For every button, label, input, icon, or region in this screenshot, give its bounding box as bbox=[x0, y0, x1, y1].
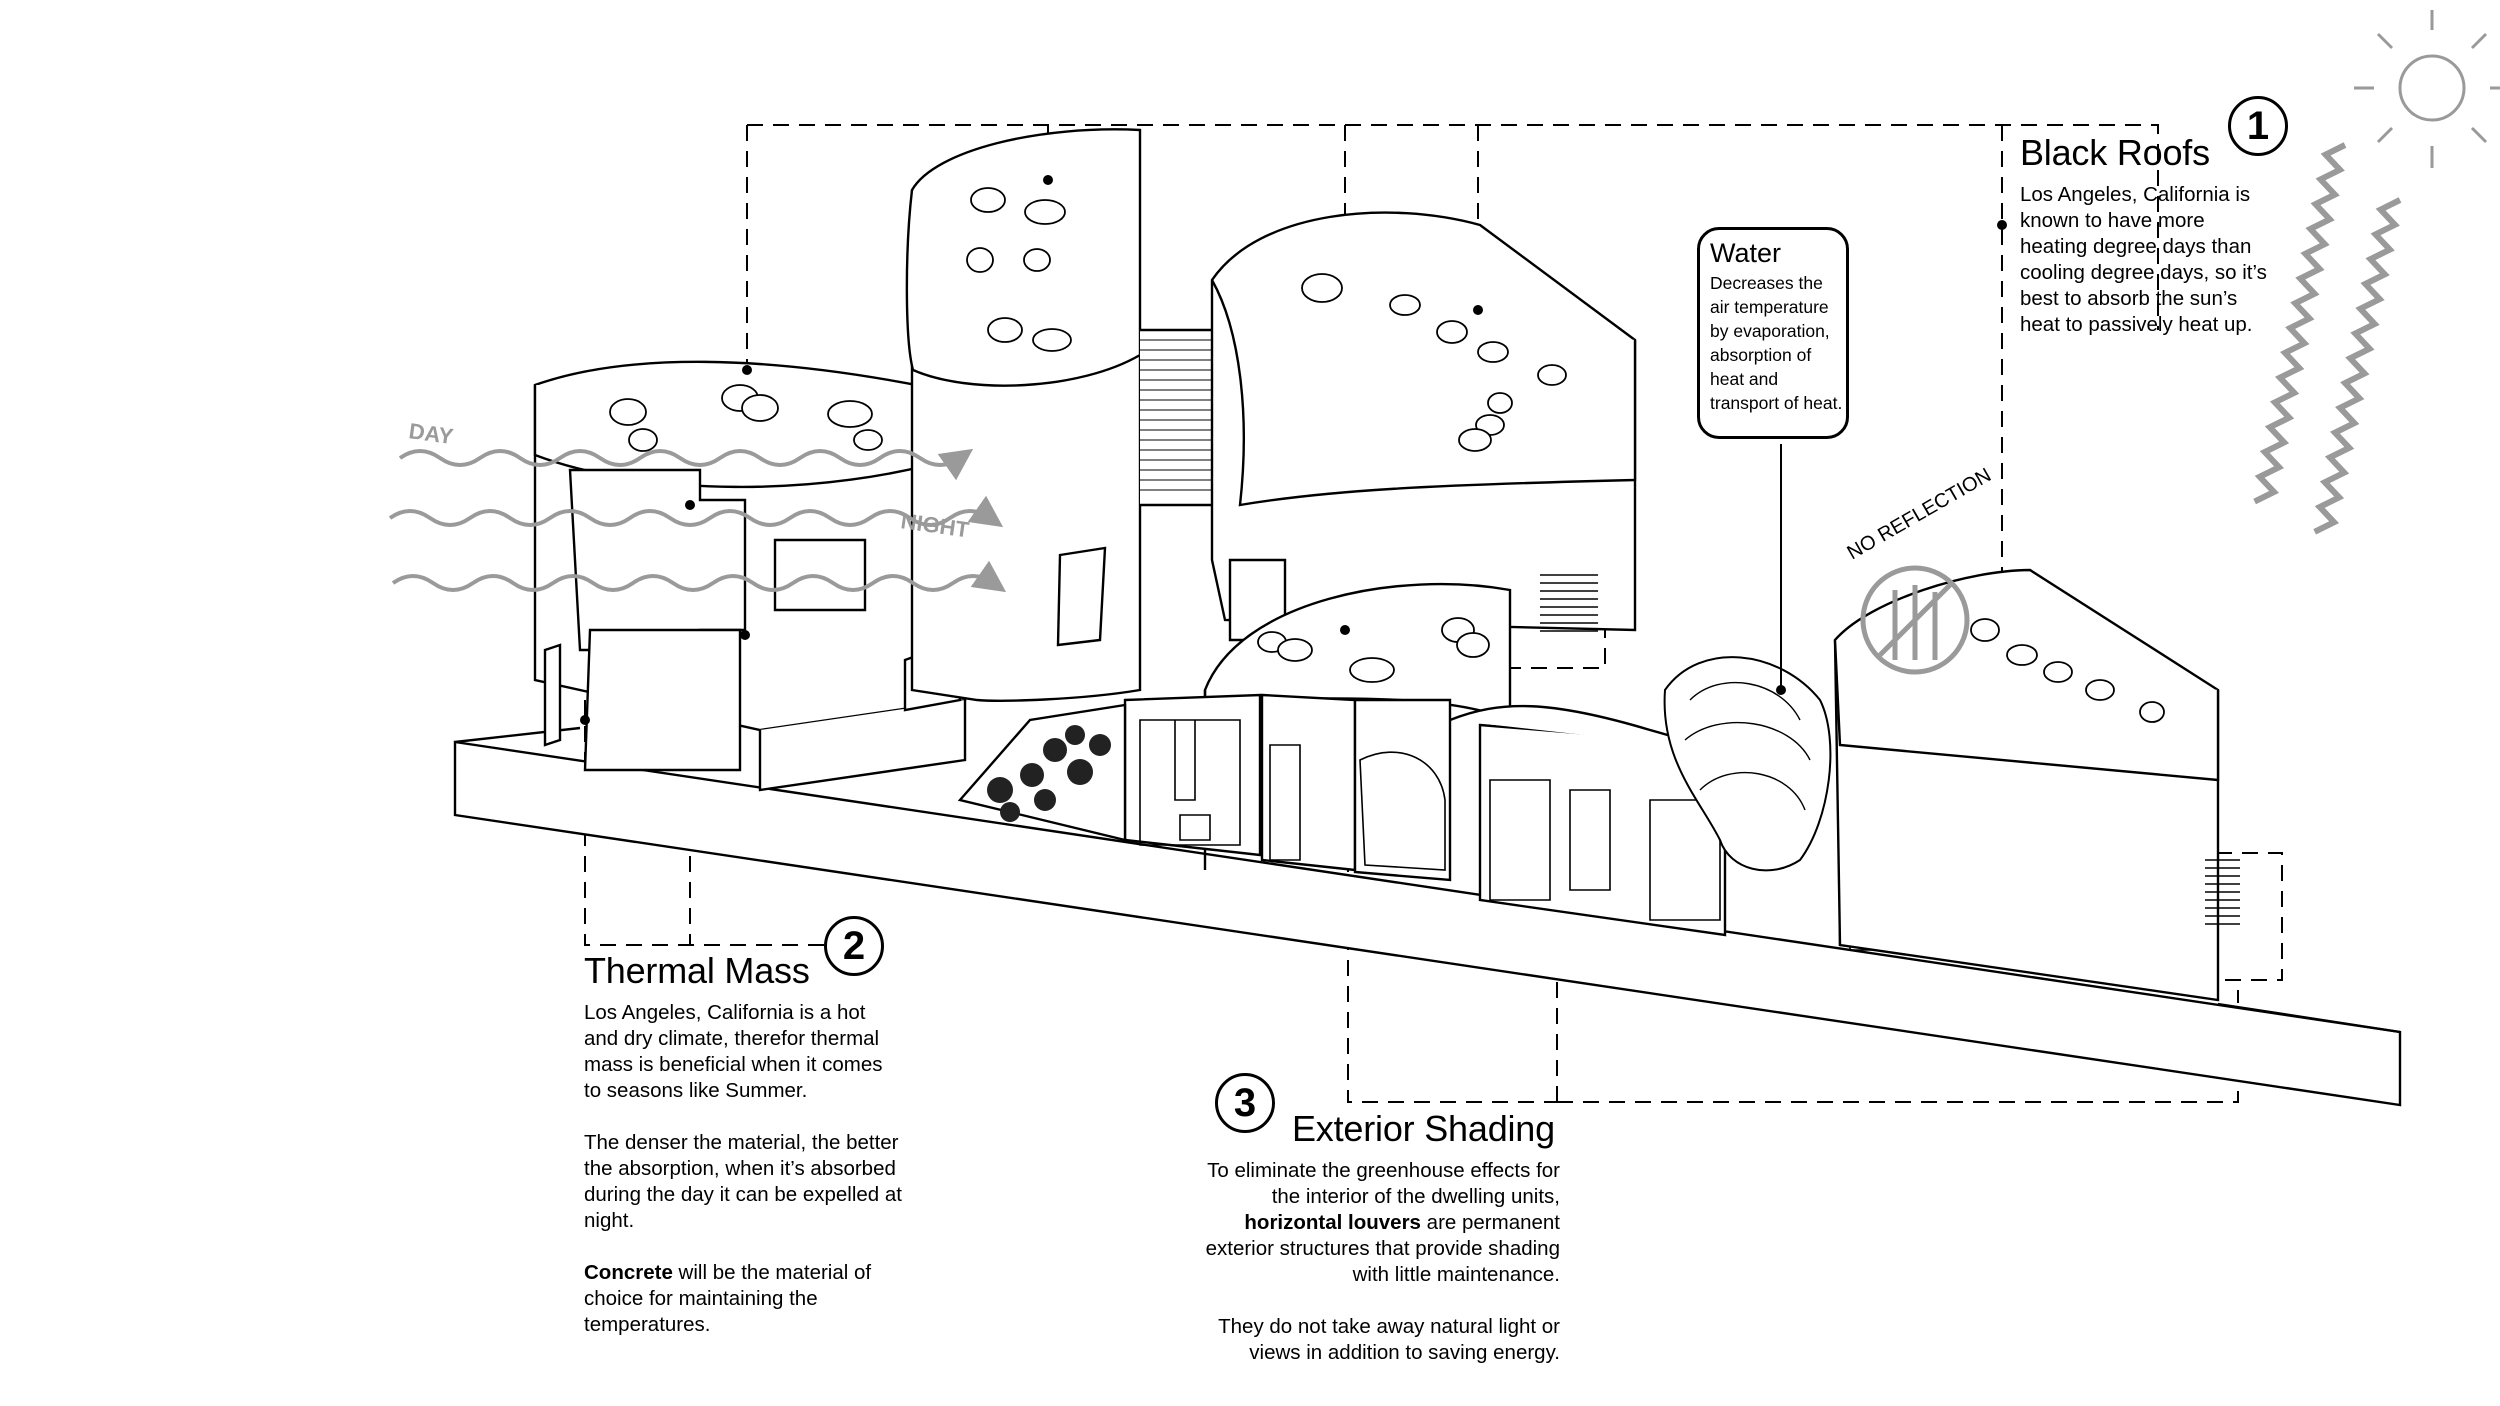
tower-center-louvers bbox=[1140, 339, 1225, 491]
annotation-black-roofs: Black Roofs Los Angeles, California is k… bbox=[2020, 132, 2275, 338]
annotation-thermal-mass-p3: Concrete will be the material of choice … bbox=[584, 1260, 904, 1338]
annotation-exterior-shading-title: Exterior Shading bbox=[1292, 1108, 1555, 1149]
annotation-water-body: Decreases the air temperature by evapora… bbox=[1710, 273, 1843, 413]
low-roof-louvers bbox=[1540, 574, 1598, 632]
annotation-water-title: Water bbox=[1710, 238, 1782, 268]
sun-icon bbox=[2354, 10, 2500, 168]
tower-center-roof-holes bbox=[966, 187, 1072, 352]
annotation-water: Water Decreases the air temperature by e… bbox=[1697, 227, 1849, 439]
day-night-heat-waves bbox=[388, 448, 1007, 593]
tower-left-roof-holes bbox=[609, 384, 883, 452]
leader-dots bbox=[580, 175, 2007, 725]
no-reflection-icon bbox=[1860, 565, 1970, 675]
low-roof-holes bbox=[1257, 617, 1490, 683]
annotation-thermal-mass-p2: The denser the material, the better the … bbox=[584, 1131, 902, 1232]
tower-right bbox=[1833, 568, 2220, 1002]
annotation-exterior-shading-p1: To eliminate the greenhouse effects for … bbox=[1200, 1158, 1560, 1288]
annotation-thermal-mass-p3-bold: Concrete bbox=[584, 1261, 673, 1284]
annotation-thermal-mass-p1: Los Angeles, California is a hot and dry… bbox=[584, 1001, 883, 1102]
tower-center-tall bbox=[905, 128, 1227, 702]
callout-number-3: 3 bbox=[1215, 1073, 1275, 1133]
label-no-reflection: NO REFLECTION bbox=[1844, 464, 1996, 564]
label-day: DAY bbox=[407, 418, 455, 449]
tower-right-roof-holes bbox=[1970, 618, 2165, 723]
water-feature bbox=[1663, 656, 1832, 872]
annotation-exterior-shading-p1-b: are permanent exterior structures that p… bbox=[1205, 1211, 1560, 1286]
garden-trees bbox=[957, 703, 1127, 842]
tower-right-center-roof-holes bbox=[1301, 273, 1567, 452]
tower-right-louvers bbox=[2205, 859, 2240, 925]
annotation-black-roofs-title: Black Roofs bbox=[2020, 132, 2210, 173]
tower-right-center bbox=[1210, 211, 1637, 642]
callout-number-2: 2 bbox=[824, 916, 884, 976]
annotation-thermal-mass-title: Thermal Mass bbox=[584, 950, 810, 991]
annotation-black-roofs-body: Los Angeles, California is known to have… bbox=[2020, 183, 2267, 336]
annotation-exterior-shading-p1-a: To eliminate the greenhouse effects for … bbox=[1207, 1159, 1560, 1208]
annotation-exterior-shading-p2: They do not take away natural light or v… bbox=[1218, 1315, 1560, 1364]
callout-number-1: 1 bbox=[2228, 96, 2288, 156]
annotation-thermal-mass: Thermal Mass Los Angeles, California is … bbox=[584, 950, 904, 1338]
annotation-thermal-mass-p3-rest: will be the material of choice for maint… bbox=[584, 1261, 872, 1336]
annotation-exterior-shading-p1-bold: horizontal louvers bbox=[1244, 1211, 1421, 1234]
annotation-exterior-shading: Exterior Shading To eliminate the greenh… bbox=[1200, 1108, 1560, 1366]
sun-rays bbox=[2253, 142, 2402, 535]
